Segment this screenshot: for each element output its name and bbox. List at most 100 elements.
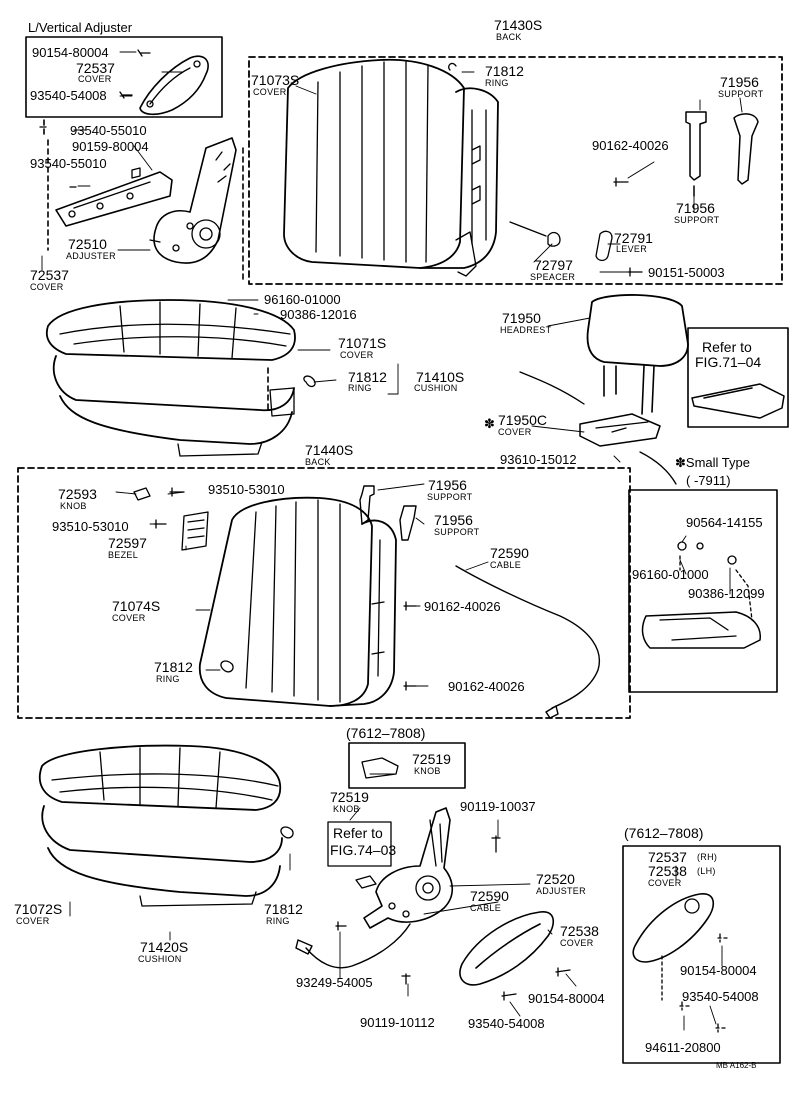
part-93249-54005: 93249-54005 bbox=[296, 975, 373, 990]
label-support-c: SUPPORT bbox=[427, 492, 473, 502]
part-72538-lh: 72538 bbox=[648, 863, 687, 879]
cover-72537-rh-art bbox=[632, 893, 715, 963]
part-90151-50003: 90151-50003 bbox=[648, 265, 725, 280]
label-back-b: BACK bbox=[305, 457, 331, 467]
range-7612-7808-a: (7612–7808) bbox=[346, 725, 426, 741]
part-71074s: 71074S bbox=[112, 598, 161, 614]
ring-71812-d-art bbox=[280, 826, 294, 839]
ring-71812-b bbox=[303, 375, 316, 388]
part-71071s: 71071S bbox=[338, 335, 387, 351]
small-type-box bbox=[628, 489, 778, 693]
part-93540-55010-b: 93540-55010 bbox=[30, 156, 107, 171]
support-71956-upper-art-2 bbox=[733, 113, 759, 185]
part-72797: 72797 bbox=[534, 257, 573, 273]
part-94611-20800: 94611-20800 bbox=[645, 1040, 721, 1055]
cushion-71420s-art bbox=[38, 744, 283, 907]
label-headrest: HEADREST bbox=[500, 325, 552, 335]
bezel-72597-art bbox=[181, 511, 209, 551]
adjuster-72520-art bbox=[295, 807, 501, 985]
adjuster-cover-small-art bbox=[119, 49, 209, 116]
part-93540-54008-c: 93540-54008 bbox=[682, 989, 759, 1004]
knob-7612-box bbox=[348, 742, 466, 789]
part-71956-b: 71956 bbox=[676, 200, 715, 216]
part-72593: 72593 bbox=[58, 486, 97, 502]
part-90154-80004-c: 90154-80004 bbox=[680, 963, 757, 978]
label-cover-i: COVER bbox=[16, 916, 50, 926]
back-71440s-dashed-box bbox=[17, 467, 631, 719]
label-cover-g: COVER bbox=[648, 878, 682, 888]
part-90162-40026-b: 90162-40026 bbox=[424, 599, 501, 614]
label-rh: (RH) bbox=[697, 852, 718, 862]
headrest-art bbox=[519, 294, 689, 485]
label-cover-f: COVER bbox=[112, 613, 146, 623]
part-72538: 72538 bbox=[560, 923, 599, 939]
fig-74-03-ref: FIG.74–03 bbox=[330, 842, 397, 858]
part-71430s: 71430S bbox=[494, 17, 543, 33]
label-support-d: SUPPORT bbox=[434, 527, 480, 537]
label-cover-c: COVER bbox=[253, 87, 287, 97]
label-cover-b: COVER bbox=[30, 282, 64, 292]
part-90386-12016: 90386-12016 bbox=[280, 307, 357, 322]
part-71950: 71950 bbox=[502, 310, 541, 326]
adjuster-dashed-bracket bbox=[43, 119, 269, 413]
label-ring-c: RING bbox=[156, 674, 180, 684]
part-93510-53010-a: 93510-53010 bbox=[208, 482, 285, 497]
part-71410s: 71410S bbox=[416, 369, 465, 385]
figure-code: MB A162-B bbox=[716, 1061, 757, 1070]
fig-71-04-ref: FIG.71–04 bbox=[695, 354, 762, 370]
refer-to-label-b: Refer to bbox=[333, 825, 383, 841]
spacer-72797-art bbox=[509, 221, 561, 247]
part-71812-c: 71812 bbox=[154, 659, 193, 675]
part-71812-d: 71812 bbox=[264, 901, 303, 917]
part-93540-54008-b: 93540-54008 bbox=[468, 1016, 545, 1031]
refer-to-label-a: Refer to bbox=[702, 339, 752, 355]
label-ring-b: RING bbox=[348, 383, 372, 393]
part-71956-c: 71956 bbox=[428, 477, 467, 493]
label-adjuster-a: ADJUSTER bbox=[66, 251, 116, 261]
part-90154-80004-b: 90154-80004 bbox=[528, 991, 605, 1006]
part-71956-a: 71956 bbox=[720, 74, 759, 90]
part-90386-12099: 90386-12099 bbox=[688, 586, 765, 601]
cover-7612-box bbox=[622, 845, 781, 1064]
label-knob-b: KNOB bbox=[414, 766, 441, 776]
part-72597: 72597 bbox=[108, 535, 147, 551]
label-cushion-b: CUSHION bbox=[138, 954, 182, 964]
label-support-a: SUPPORT bbox=[718, 89, 764, 99]
part-90564-14155: 90564-14155 bbox=[686, 515, 763, 530]
asterisk-mark-a: ✽ bbox=[484, 416, 495, 431]
label-ring-d: RING bbox=[266, 916, 290, 926]
lever-72791-art bbox=[595, 230, 613, 262]
screw-90162-40026-a bbox=[613, 177, 629, 187]
knob-72519-a-art bbox=[361, 757, 399, 779]
label-speacer: SPEACER bbox=[530, 272, 576, 282]
small-type-cushion-art bbox=[641, 541, 761, 649]
label-cover-d: COVER bbox=[340, 350, 374, 360]
label-knob-c: KNOB bbox=[333, 804, 360, 814]
small-type-range: ( -7911) bbox=[686, 473, 731, 488]
back-71430s-dashed-box bbox=[248, 56, 783, 285]
part-71812-a: 71812 bbox=[485, 63, 524, 79]
label-cover-h: COVER bbox=[560, 938, 594, 948]
part-72537-rh: 72537 bbox=[648, 849, 687, 865]
part-72519-b: 72519 bbox=[330, 789, 369, 805]
label-lever: LEVER bbox=[616, 244, 648, 254]
part-72537-b: 72537 bbox=[30, 267, 69, 283]
refer-fig-71-04-box bbox=[687, 327, 789, 428]
label-bezel: BEZEL bbox=[108, 550, 139, 560]
support-71956-upper-art bbox=[685, 111, 707, 197]
part-90154-80004-a: 90154-80004 bbox=[32, 45, 109, 60]
label-adjuster-b: ADJUSTER bbox=[536, 886, 586, 896]
seat-back-lower-art bbox=[198, 496, 397, 707]
screw-90162-40026-b-art bbox=[403, 601, 417, 691]
cable-72590-a-art bbox=[455, 565, 600, 719]
part-96160-01000-b: 96160-01000 bbox=[632, 567, 709, 582]
refer-fig-74-03-box bbox=[327, 821, 392, 867]
part-93540-54008-a: 93540-54008 bbox=[30, 88, 107, 103]
part-71812-b: 71812 bbox=[348, 369, 387, 385]
label-lh: (LH) bbox=[697, 866, 716, 876]
small-type-title: ✽Small Type bbox=[675, 455, 750, 470]
label-support-b: SUPPORT bbox=[674, 215, 720, 225]
part-72590-b: 72590 bbox=[470, 888, 509, 904]
